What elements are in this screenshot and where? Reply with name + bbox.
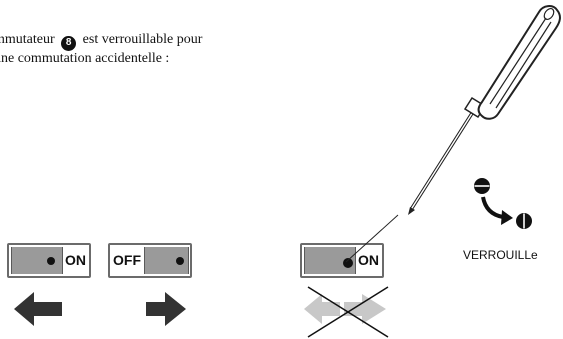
switch-dot xyxy=(176,257,184,265)
switch-dot xyxy=(343,258,353,268)
instruction-line-1: mmutateur 8 est verrouillable pour xyxy=(0,33,202,51)
horizontal-slot-icon xyxy=(474,178,490,194)
lock-label: VERROUILLe xyxy=(463,248,538,262)
vertical-slot-icon xyxy=(516,213,532,229)
curved-arrow-icon xyxy=(481,196,513,225)
crossed-arrows-icon xyxy=(304,286,389,338)
switch-off-label: OFF xyxy=(113,252,141,268)
switch-on: ON xyxy=(7,243,91,278)
number-8-badge: 8 xyxy=(61,35,77,51)
screwdriver-icon xyxy=(408,5,561,215)
instruction-text-start: mmutateur xyxy=(0,32,59,47)
switch-dot xyxy=(47,257,55,265)
switch-on-label: ON xyxy=(358,252,379,268)
arrow-right-icon xyxy=(146,292,186,326)
arrow-left-icon xyxy=(14,292,62,326)
switch-locked: ON xyxy=(300,243,384,278)
instruction-line-2: une commutation accidentelle : xyxy=(0,51,170,66)
switch-off: OFF xyxy=(108,243,192,278)
switch-on-label: ON xyxy=(65,252,86,268)
pointer-line xyxy=(345,214,399,263)
instruction-text-end: est verrouillable pour xyxy=(79,32,203,47)
